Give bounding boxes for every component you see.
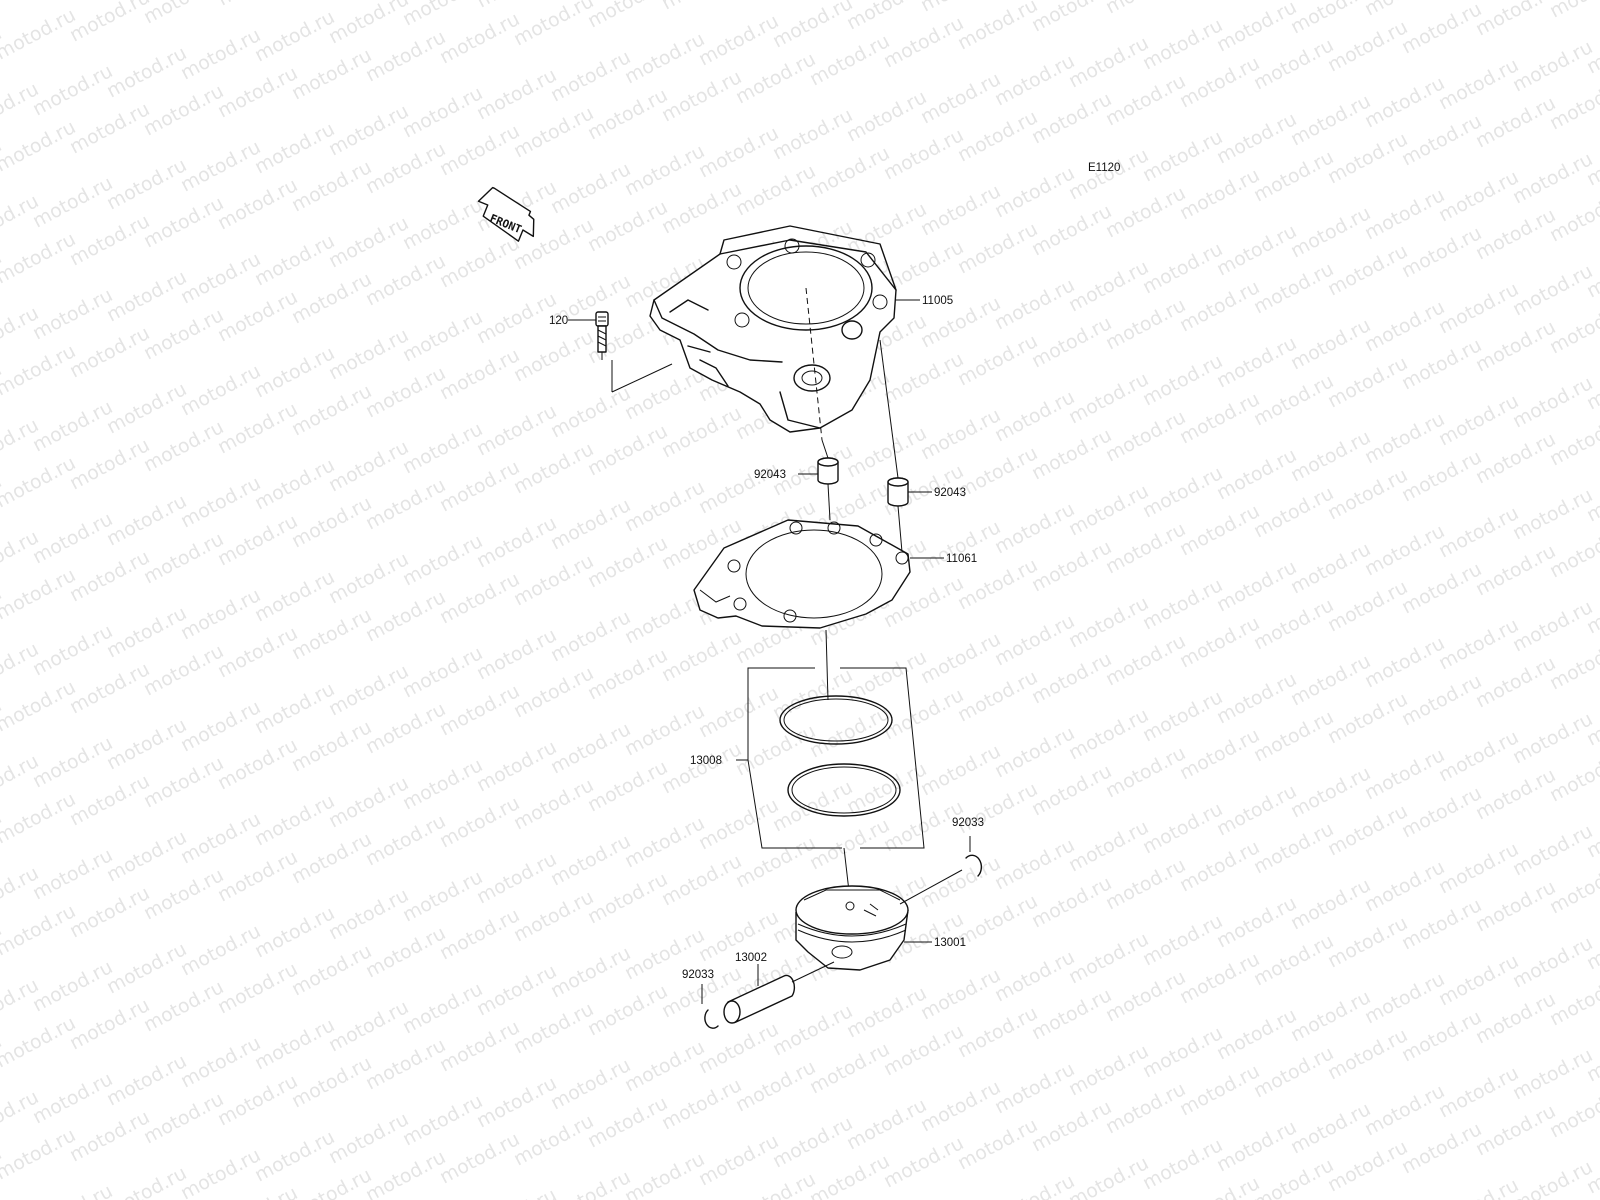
callout-cylinder: 11005 <box>922 295 953 307</box>
piston-pin-13002: 13002 <box>723 952 835 1024</box>
callout-clip-right: 92033 <box>952 817 984 829</box>
cylinder-gasket-11061: 11061 <box>693 519 977 701</box>
diagram-code: E1120 <box>1088 162 1120 174</box>
piston-13001: 13001 <box>795 885 966 971</box>
piston-ring-set-13008: 13008 <box>690 667 925 901</box>
callout-dowel-right: 92043 <box>934 487 966 499</box>
dowel-pin-left-92043: 92043 <box>754 439 839 521</box>
callout-dowel-left: 92043 <box>754 469 786 481</box>
circlip-right-92033: 92033 <box>899 817 984 905</box>
callout-piston: 13001 <box>934 937 966 949</box>
callout-clip-left: 92033 <box>682 969 714 981</box>
callout-ring-set: 13008 <box>690 755 722 767</box>
bolt-120: 120 <box>549 311 673 393</box>
front-direction-arrow-icon: FRONT <box>477 186 535 242</box>
callout-gasket: 11061 <box>946 553 977 565</box>
callout-pin: 13002 <box>735 952 767 964</box>
circlip-left-92033: 92033 <box>682 969 719 1029</box>
cylinder-11005: 11005 <box>649 225 953 441</box>
dowel-pin-right-92043: 92043 <box>879 339 966 553</box>
callout-bolt: 120 <box>549 315 568 327</box>
